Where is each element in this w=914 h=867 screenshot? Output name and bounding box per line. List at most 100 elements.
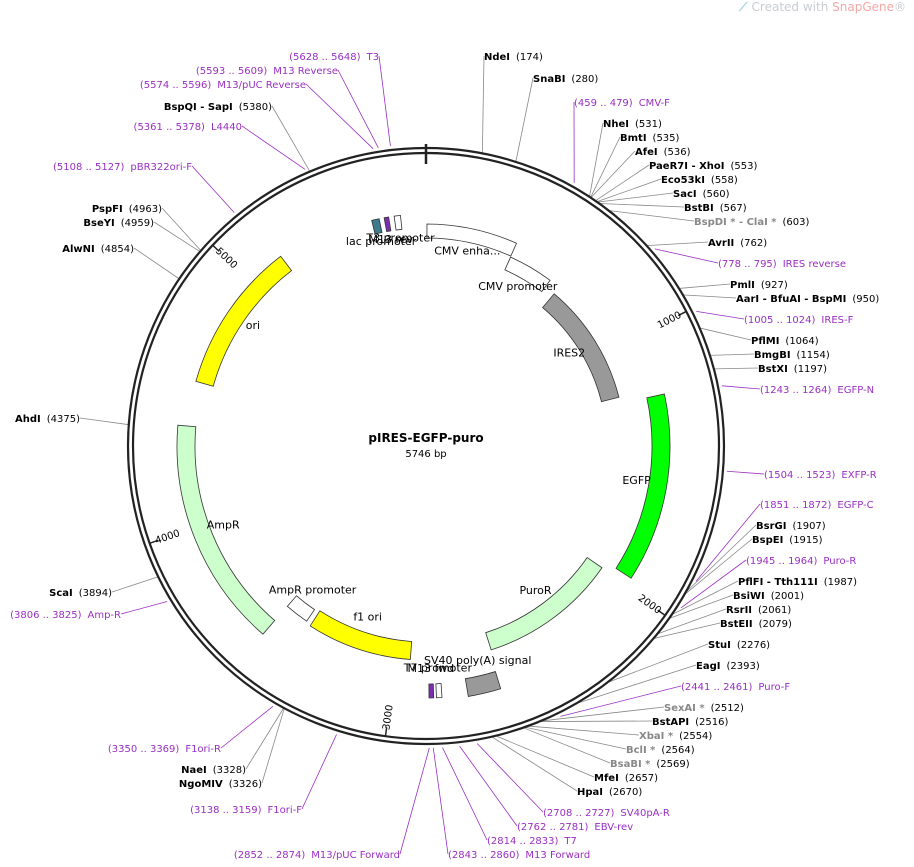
site-leader-line xyxy=(245,707,285,770)
snapgene-logo-icon: ⟋ xyxy=(738,0,752,14)
restriction-site-label: AvrII (762) xyxy=(708,238,767,249)
site-position: (531) xyxy=(635,119,662,130)
primer-position: (778 .. 795) xyxy=(718,259,777,270)
restriction-site-label: BstBI(567) xyxy=(684,203,747,214)
bp-tick-label: 2000 xyxy=(636,593,663,617)
primer-position: (2814 .. 2833) xyxy=(487,836,559,847)
primer-leader-line xyxy=(442,747,488,841)
site-position: (3328) xyxy=(213,765,246,776)
restriction-site-label: RsrII(2061) xyxy=(726,605,791,616)
primer-name: Puro-R xyxy=(823,556,856,567)
site-name: AhdI xyxy=(15,414,41,425)
site-position: (567) xyxy=(720,203,747,214)
site-position: (2569) xyxy=(656,759,689,770)
restriction-site-label: BspQI - SapI(5380) xyxy=(164,102,272,113)
restriction-site-label: PaeR7I - XhoI(553) xyxy=(649,161,758,172)
restriction-site-label: StuI(2276) xyxy=(708,640,770,651)
primer-leader-line xyxy=(120,601,168,615)
site-name: ScaI xyxy=(49,588,73,599)
site-leader-line xyxy=(599,203,685,208)
site-name: BstAPI xyxy=(652,717,689,728)
site-leader-line xyxy=(590,136,621,198)
restriction-site-label: PflMI(1064) xyxy=(751,336,819,347)
primer-leader-line xyxy=(696,310,745,320)
primer-leader-line xyxy=(241,125,306,170)
site-position: (1987) xyxy=(824,577,857,588)
site-position: (1154) xyxy=(797,350,830,361)
site-name: PmlI xyxy=(730,280,755,291)
primer-label: (2843 .. 2860)M13 Forward xyxy=(448,850,590,861)
site-position: (4963) xyxy=(129,204,162,215)
site-leader-line xyxy=(709,353,755,356)
feature-label: M13 rev xyxy=(369,233,414,246)
primer-leader-line xyxy=(191,165,235,213)
site-position: (553) xyxy=(731,161,758,172)
restriction-site-label: BmgBI (1154) xyxy=(754,350,830,361)
primer-label: (3138 .. 3159) F1ori-F xyxy=(190,805,302,816)
primer-name: Puro-F xyxy=(758,682,790,693)
site-name: AfeI xyxy=(635,147,658,158)
feature-label: AmpR xyxy=(207,519,240,532)
site-leader-line xyxy=(515,77,534,162)
restriction-site-label: NgoMIV(3326) xyxy=(179,779,262,790)
primer-name: EGFP-N xyxy=(837,385,874,396)
site-name: BseYI xyxy=(83,218,114,229)
primer-name: F1ori-R xyxy=(185,744,221,755)
restriction-site-label: AlwNI(4854) xyxy=(62,244,134,255)
site-name: BstEII xyxy=(720,619,753,630)
site-name: BsaBI * xyxy=(610,759,651,770)
site-name: SnaBI xyxy=(533,74,565,85)
site-leader-line xyxy=(596,178,662,203)
restriction-site-label: ScaI(3894) xyxy=(49,588,112,599)
site-name: BmgBI xyxy=(754,350,791,361)
site-leader-line xyxy=(540,706,665,722)
primer-position: (3806 .. 3825) xyxy=(10,610,82,621)
bp-tick-label: 3000 xyxy=(381,704,395,731)
site-position: (927) xyxy=(761,280,788,291)
primer-leader-line xyxy=(337,69,379,148)
primer-leader-line xyxy=(301,734,337,810)
site-position: (558) xyxy=(711,175,738,186)
site-name: AvrII xyxy=(708,238,734,249)
site-leader-line xyxy=(79,417,129,426)
restriction-site-label: BspDI * - ClaI *(603) xyxy=(694,217,810,228)
site-name: HpaI xyxy=(577,787,603,798)
primer-label: (5361 .. 5378)L4440 xyxy=(134,122,242,133)
site-position: (1197) xyxy=(794,364,827,375)
primer-leader-line xyxy=(476,743,544,813)
site-name: BclI * xyxy=(626,745,656,756)
site-leader-line xyxy=(153,221,201,253)
site-position: (762) xyxy=(740,238,767,249)
primer-label: (3806 .. 3825)Amp-R xyxy=(10,610,121,621)
primer-position: (3138 .. 3159) xyxy=(190,805,262,816)
restriction-site-label: NheI(531) xyxy=(603,119,662,130)
site-leader-line xyxy=(653,622,721,639)
primer-name: M13 Reverse xyxy=(273,66,338,77)
site-name: SexAI * xyxy=(664,703,705,714)
site-name: NgoMIV xyxy=(179,779,223,790)
primer-name: EGFP-C xyxy=(837,500,873,511)
feature-label: f1 ori xyxy=(353,611,382,624)
bp-tick-label: 1000 xyxy=(656,310,684,331)
site-leader-line xyxy=(595,164,650,202)
site-leader-line xyxy=(682,294,737,299)
site-position: (2516) xyxy=(695,717,728,728)
primer-position: (2708 .. 2727) xyxy=(543,808,615,819)
primer-name: pBR322ori-F xyxy=(130,162,192,173)
site-position: (2393) xyxy=(726,661,759,672)
feature-arrow xyxy=(176,424,276,635)
restriction-site-label: BsiWI(2001) xyxy=(733,591,804,602)
site-leader-line xyxy=(590,150,636,199)
feature-label: PuroR xyxy=(519,584,551,597)
site-name: NaeI xyxy=(181,765,207,776)
feature-arrow xyxy=(383,216,392,233)
primer-leader-line xyxy=(695,503,761,582)
feature-label: T3 promoter xyxy=(365,232,435,245)
site-leader-line xyxy=(646,241,709,246)
site-leader-line xyxy=(678,283,731,289)
primer-leader-line xyxy=(721,385,761,390)
site-position: (1907) xyxy=(792,521,825,532)
feature-label: CMV enha... xyxy=(434,244,500,257)
primer-name: F1ori-F xyxy=(268,805,303,816)
